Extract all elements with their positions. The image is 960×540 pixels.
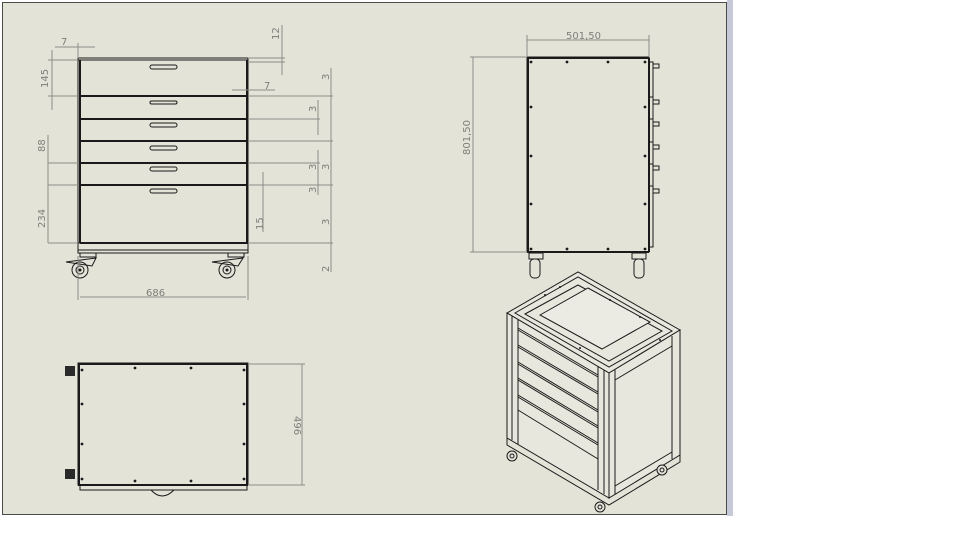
- caster-wheel-icon: [506, 450, 668, 513]
- dim-gap-3: 3: [321, 164, 332, 170]
- dim-gap-1: 3: [321, 74, 332, 80]
- dim-right-offset: 7: [264, 81, 270, 92]
- dim-handle-offset: 15: [255, 217, 266, 230]
- dim-gap-2: 3: [308, 106, 319, 112]
- caster-wheel-icon: [631, 252, 647, 279]
- dim-mid-drawer-height: 88: [37, 139, 48, 152]
- dim-side-depth: 501,50: [566, 31, 601, 42]
- dim-top-drawer-height: 145: [40, 69, 51, 88]
- caster-wheel-icon: [65, 366, 75, 479]
- caster-wheel-icon: [65, 252, 97, 279]
- dim-gap-4: 3: [308, 164, 319, 170]
- bolt-holes: [80, 366, 246, 483]
- dim-top-left-offset: 7: [61, 37, 67, 48]
- drawer-handle-icon: [652, 63, 660, 194]
- drawer-front-icon: [517, 327, 599, 460]
- dim-bottom-gap: 2: [321, 266, 332, 272]
- front-view: 7 12 7 145 88 234 686 15 3 3 3 3 3 3 2: [37, 25, 333, 300]
- dim-bottom-drawer-height: 234: [37, 209, 48, 228]
- isometric-view: [506, 271, 681, 513]
- caster-wheel-icon: [211, 252, 245, 279]
- dim-gap-6: 3: [321, 219, 332, 225]
- dim-top-overhang: 12: [271, 27, 282, 40]
- dim-side-height: 801,50: [462, 120, 473, 155]
- bolt-holes: [529, 60, 647, 251]
- dim-overall-width: 686: [146, 288, 165, 299]
- dim-gap-5: 3: [308, 187, 319, 193]
- drawer-handle-icon: [149, 64, 178, 194]
- dim-top-depth: 496: [291, 416, 302, 435]
- top-view: 496: [65, 362, 305, 497]
- caster-wheel-icon: [528, 252, 544, 279]
- side-view: 501,50 801,50: [462, 31, 660, 279]
- window-edge-strip: [727, 0, 733, 516]
